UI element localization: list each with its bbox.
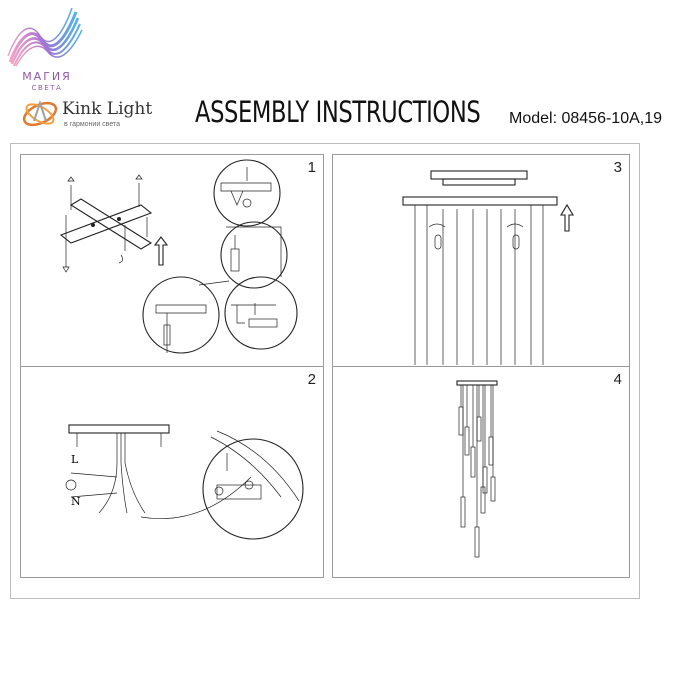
step-4-panel: 4 — [332, 366, 630, 578]
kink-light-emblem-icon — [22, 99, 58, 127]
magia-waves-icon — [7, 7, 83, 67]
step-3-canopy-raise-illustration — [402, 170, 574, 365]
step-number: 3 — [613, 159, 622, 176]
instruction-sheet: 1 — [10, 143, 640, 599]
step-number: 4 — [613, 371, 622, 388]
step-1-mounting-bracket-illustration — [59, 159, 298, 354]
document-title: ASSEMBLY INSTRUCTIONS — [195, 95, 481, 129]
magia-brand-name: МАГИЯ — [22, 70, 72, 83]
kink-brand-tagline: в гармонии света — [64, 121, 121, 128]
live-wire-label: L — [71, 453, 79, 466]
magia-brand-subtitle: СВЕТА — [31, 84, 63, 92]
step-2-panel: 2 L N — [20, 366, 324, 578]
step-1-panel: 1 — [20, 154, 324, 368]
model-number: Model: 08456-10A,19 — [509, 110, 662, 127]
step-3-panel: 3 — [332, 154, 630, 368]
step-4-installed-pendants-illustration — [456, 380, 498, 558]
step-number: 1 — [307, 159, 316, 176]
kink-light-logo: Kink Light в гармонии света — [18, 97, 158, 131]
step-number: 2 — [307, 371, 316, 388]
kink-brand-name: Kink Light — [62, 99, 153, 119]
step-2-wiring-illustration: L N — [65, 424, 304, 540]
neutral-wire-label: N — [71, 495, 81, 508]
magia-sveta-logo: МАГИЯ СВЕТА — [6, 6, 88, 98]
